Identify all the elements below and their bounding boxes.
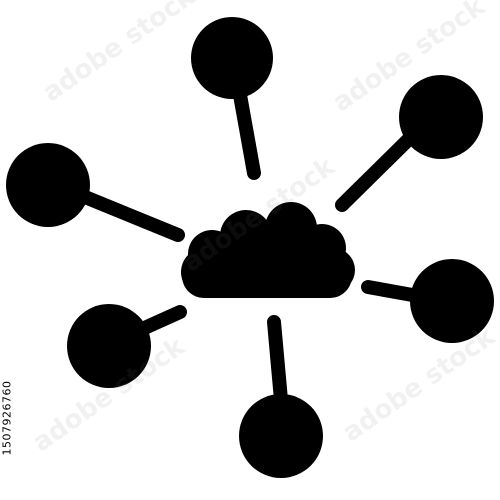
connector-line-bottom-left <box>133 305 187 337</box>
node-circle-right <box>410 259 494 343</box>
connector-line-top <box>233 88 261 180</box>
stock-image-id: 1507926760 <box>0 380 14 456</box>
connector-line-bottom <box>267 315 288 407</box>
node-circle-top <box>191 17 273 99</box>
cloud-shape <box>181 202 355 298</box>
connector-line-top-right <box>335 128 420 212</box>
node-circle-bottom <box>239 394 323 478</box>
connector-line-right <box>361 280 425 303</box>
node-circle-top-right <box>399 75 483 159</box>
node-circle-bottom-left <box>67 304 151 388</box>
node-circle-left <box>6 143 90 227</box>
connector-line-left <box>78 190 185 242</box>
